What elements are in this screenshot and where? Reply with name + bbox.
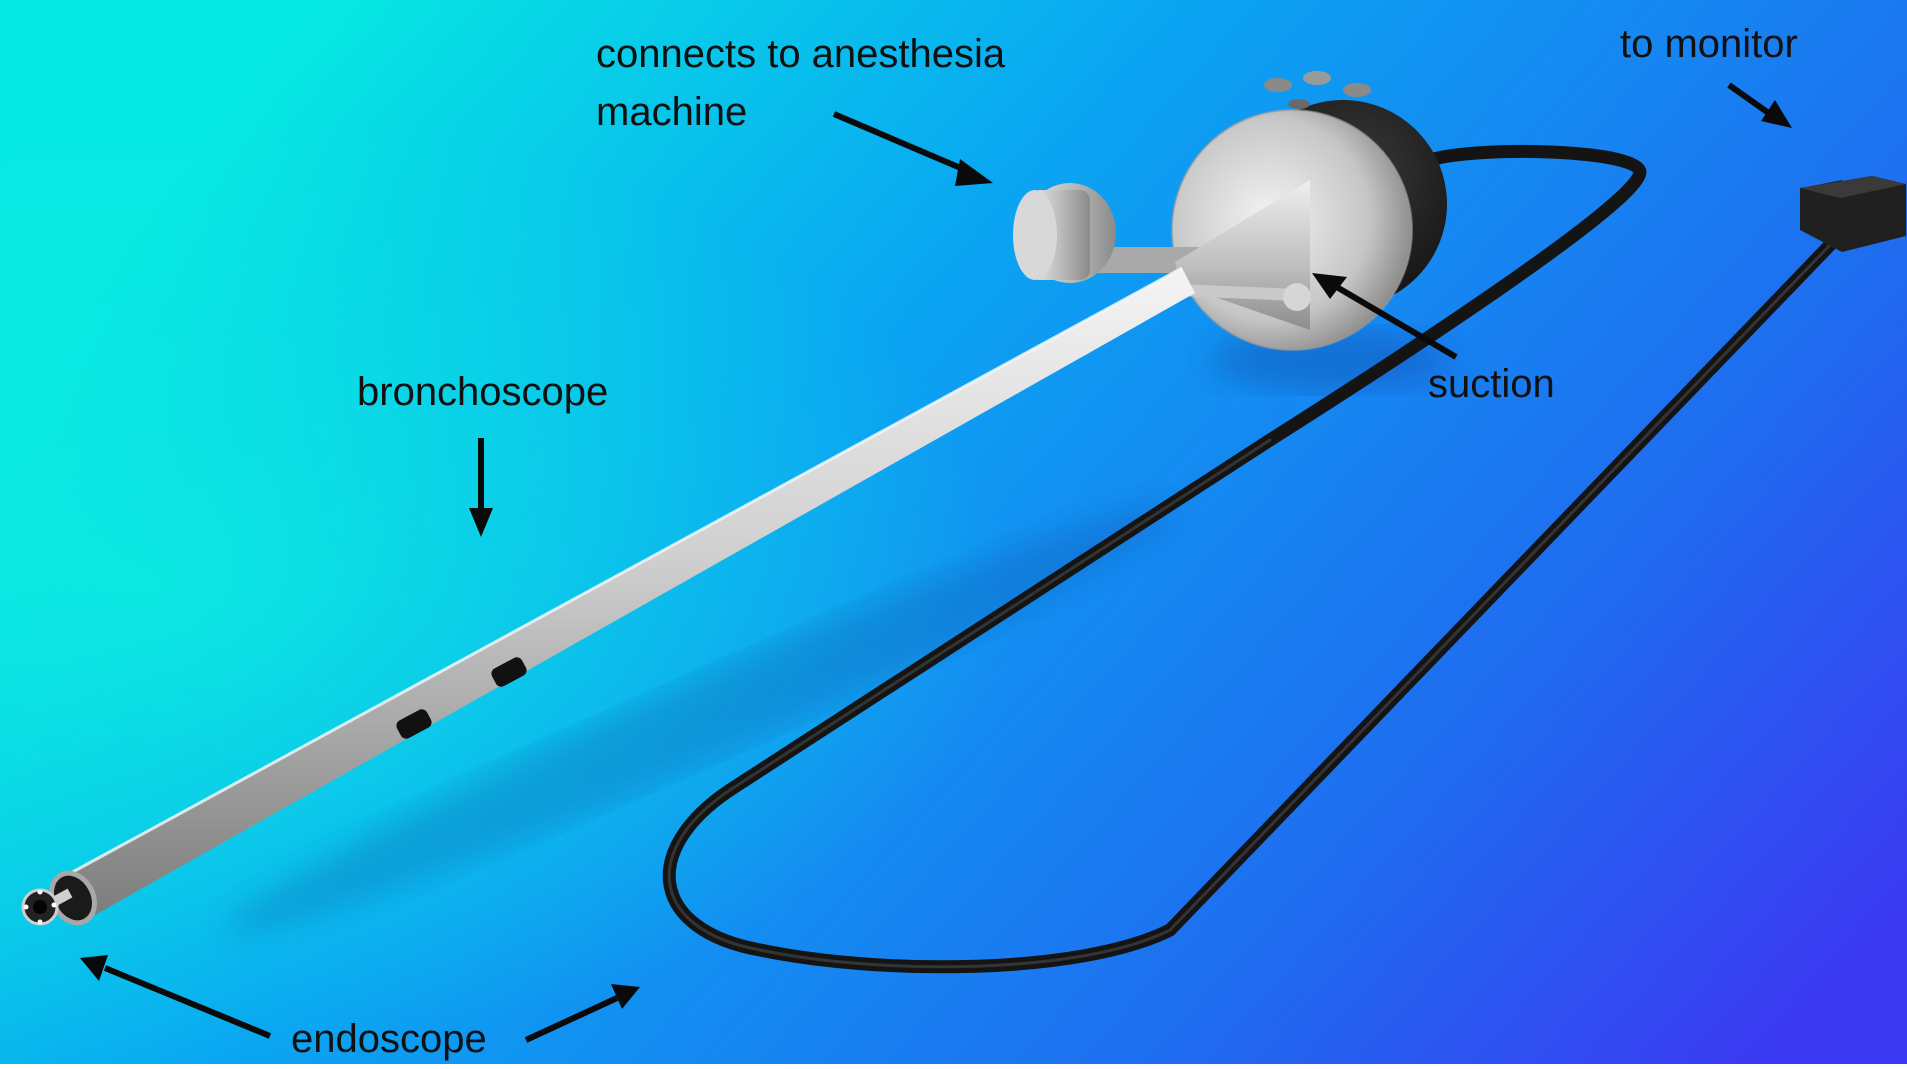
- label-to-monitor: to monitor: [1620, 20, 1798, 68]
- label-anesthesia-line1: connects to anesthesia: [596, 30, 1005, 78]
- label-bronchoscope: bronchoscope: [357, 368, 608, 416]
- label-suction: suction: [1428, 360, 1555, 408]
- label-endoscope: endoscope: [291, 1015, 487, 1063]
- label-anesthesia-line2: machine: [596, 88, 747, 136]
